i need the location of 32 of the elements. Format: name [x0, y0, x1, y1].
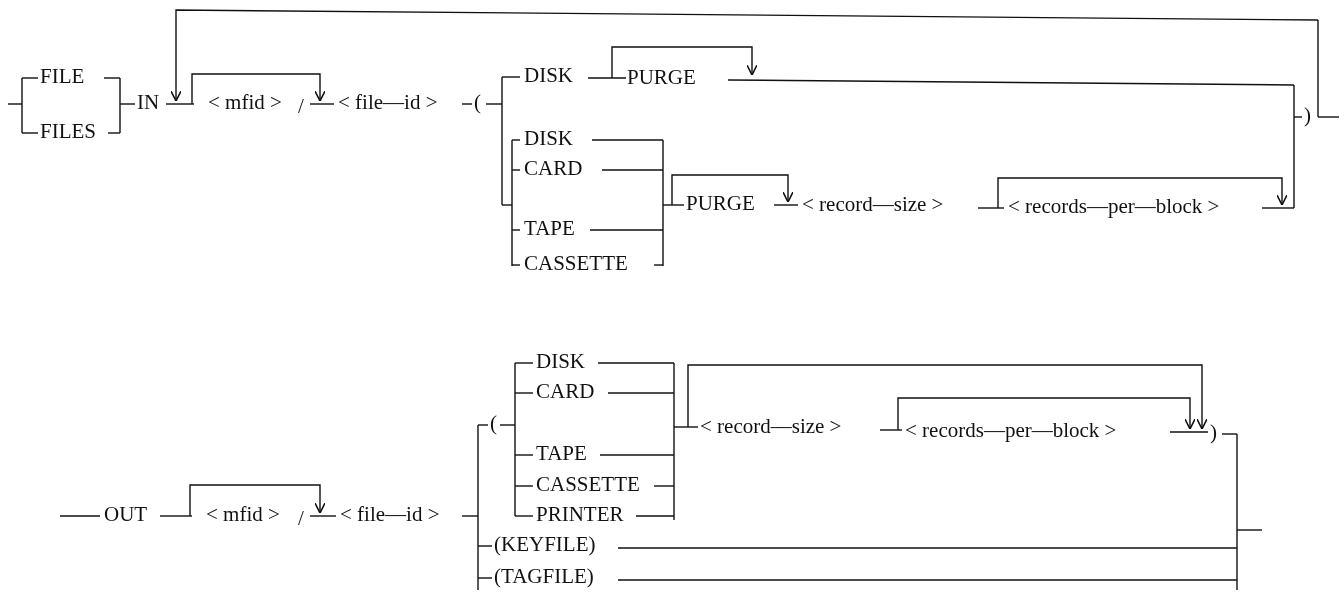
syntax-parameter: < file—id >: [338, 92, 438, 114]
syntax-keyword: TAPE: [536, 443, 587, 465]
syntax-keyword: CASSETTE: [524, 253, 628, 275]
syntax-keyword: CASSETTE: [536, 474, 640, 496]
syntax-punctuation: (: [490, 413, 497, 435]
syntax-punctuation: ): [1210, 422, 1217, 444]
syntax-keyword: FILE: [40, 66, 85, 88]
syntax-keyword: (TAGFILE): [494, 566, 594, 588]
syntax-parameter: < mfid >: [206, 504, 280, 526]
syntax-keyword: PURGE: [627, 67, 696, 89]
syntax-keyword: DISK: [524, 65, 573, 87]
syntax-parameter: < file—id >: [340, 504, 440, 526]
syntax-parameter: < record—size >: [700, 416, 842, 438]
syntax-keyword: PRINTER: [536, 504, 624, 526]
syntax-keyword: TAPE: [524, 218, 575, 240]
syntax-parameter: < records—per—block >: [905, 420, 1117, 442]
syntax-punctuation: /: [298, 508, 304, 530]
syntax-keyword: (KEYFILE): [494, 534, 596, 556]
syntax-punctuation: /: [298, 96, 304, 118]
syntax-punctuation: (: [474, 92, 481, 114]
syntax-keyword: CARD: [524, 158, 583, 180]
syntax-keyword: CARD: [536, 381, 595, 403]
syntax-keyword: DISK: [524, 128, 573, 150]
syntax-keyword: FILES: [40, 121, 96, 143]
syntax-punctuation: ): [1304, 105, 1311, 127]
syntax-parameter: < mfid >: [208, 92, 282, 114]
syntax-parameter: < records—per—block >: [1008, 196, 1220, 218]
syntax-keyword: DISK: [536, 351, 585, 373]
syntax-parameter: < record—size >: [802, 194, 944, 216]
syntax-keyword: IN: [137, 92, 160, 114]
syntax-keyword: PURGE: [686, 193, 755, 215]
syntax-keyword: OUT: [104, 504, 148, 526]
